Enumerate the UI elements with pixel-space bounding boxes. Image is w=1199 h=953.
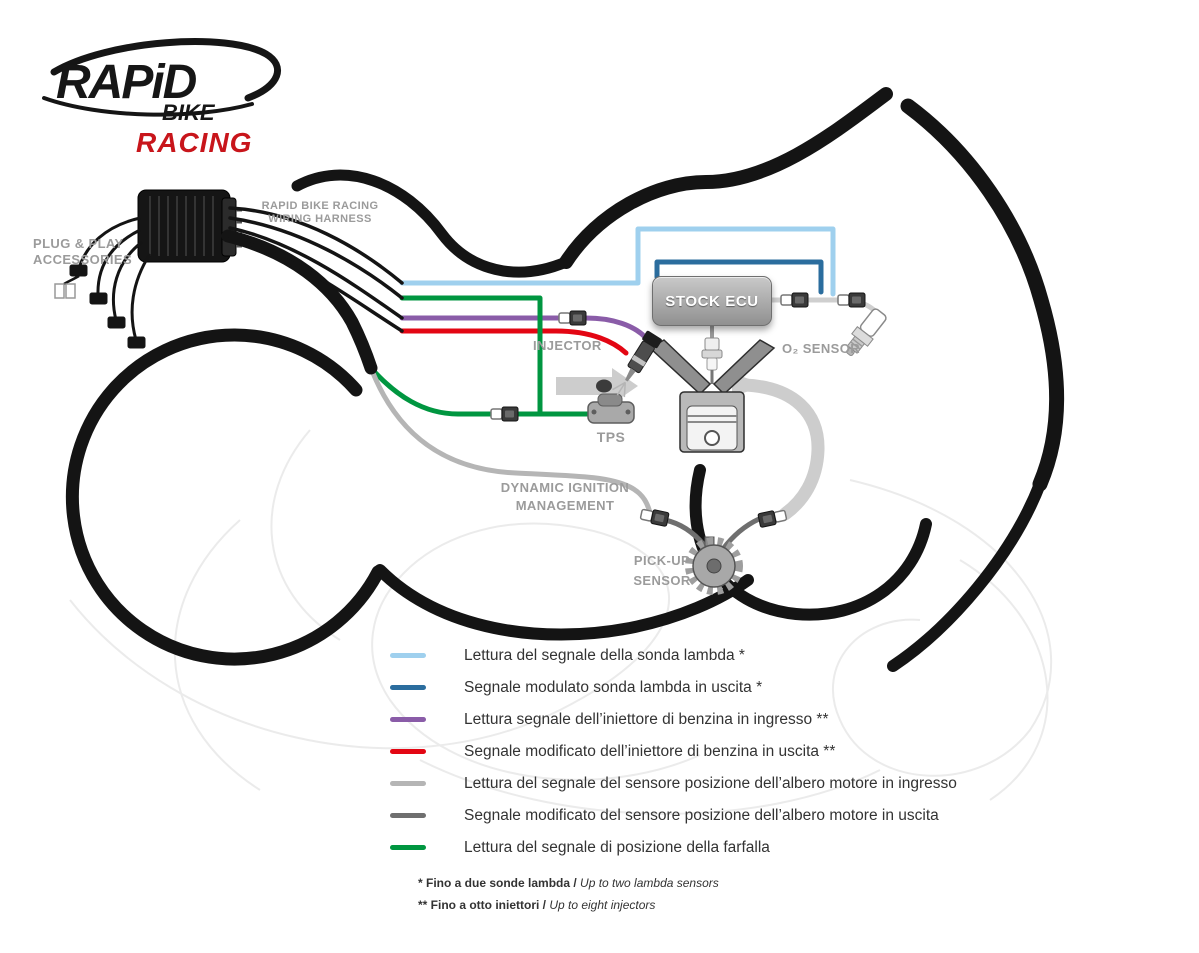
legend-swatch bbox=[390, 781, 426, 786]
pickup-sensor-label: PICK-UP SENSOR bbox=[633, 553, 691, 588]
intake-port bbox=[596, 379, 612, 393]
background-swirls bbox=[69, 429, 1053, 815]
bike-outline bbox=[65, 87, 1065, 672]
legend-label: Segnale modulato sonda lambda in uscita … bbox=[464, 678, 763, 696]
footnote-lambda-english: Up to two lambda sensors bbox=[580, 876, 719, 890]
wire-connector bbox=[490, 406, 519, 422]
wire-tps bbox=[368, 295, 591, 417]
footnote-injectors-english: Up to eight injectors bbox=[549, 898, 656, 912]
legend-swatch bbox=[390, 717, 426, 722]
harness-label: RAPID BIKE RACING WIRING HARNESS bbox=[261, 200, 379, 225]
spark-plug bbox=[701, 337, 723, 384]
wire-injector-out bbox=[399, 328, 629, 356]
logo-swoosh-top bbox=[50, 38, 281, 102]
legend-label: Segnale modificato dell’iniettore di ben… bbox=[464, 742, 836, 760]
logo-racing-text: RACING bbox=[136, 127, 252, 158]
injector-graphic bbox=[612, 330, 662, 398]
wire-lambda-in bbox=[399, 226, 836, 297]
o2-sensor-graphic bbox=[846, 308, 887, 357]
logo-rapid-text: RAPiD bbox=[56, 56, 197, 109]
legend-row: Lettura del segnale del sensore posizion… bbox=[390, 774, 957, 793]
wiring-harness bbox=[221, 206, 404, 375]
legend-label: Segnale modificato del sensore posizione… bbox=[464, 806, 939, 824]
legend-swatch bbox=[390, 653, 426, 658]
legend-swatch bbox=[390, 749, 426, 754]
tps-graphic bbox=[587, 393, 635, 424]
wire-connector bbox=[780, 292, 809, 308]
footnote-injectors: ** Fino a otto iniettori / Up to eight i… bbox=[418, 898, 655, 912]
footnote-lambda-text: * Fino a due sonde lambda / bbox=[418, 876, 581, 890]
stock-ecu-box: STOCK ECU bbox=[652, 276, 772, 326]
stock-ecu-label: STOCK ECU bbox=[665, 292, 759, 310]
legend-swatch bbox=[390, 845, 426, 850]
legend: Lettura del segnale della sonda lambda *… bbox=[390, 646, 957, 870]
exhaust-swoosh bbox=[737, 378, 825, 521]
pickup-sensor-graphic bbox=[685, 536, 743, 595]
o2-sensor-label: O₂ SENSOR bbox=[782, 341, 861, 356]
legend-row: Segnale modificato del sensore posizione… bbox=[390, 806, 957, 825]
accessory-connectors bbox=[54, 216, 152, 349]
logo-swoosh-bottom bbox=[42, 96, 254, 117]
wire-lambda-out bbox=[654, 259, 824, 295]
legend-swatch bbox=[390, 813, 426, 818]
wire-connector bbox=[757, 507, 788, 529]
logo-bike-text: BIKE bbox=[162, 100, 216, 125]
logo: RAPiD BIKE RACING bbox=[42, 38, 281, 158]
wire-connector bbox=[558, 310, 587, 326]
footnote-lambda: * Fino a due sonde lambda / Up to two la… bbox=[418, 876, 719, 890]
legend-label: Lettura del segnale della sonda lambda * bbox=[464, 646, 745, 664]
legend-label: Lettura del segnale di posizione della f… bbox=[464, 838, 770, 856]
legend-label: Lettura segnale dell’iniettore di benzin… bbox=[464, 710, 829, 728]
legend-label: Lettura del segnale del sensore posizion… bbox=[464, 774, 957, 792]
legend-row: Segnale modificato dell’iniettore di ben… bbox=[390, 742, 957, 761]
legend-row: Lettura del segnale di posizione della f… bbox=[390, 838, 957, 857]
wire-connector bbox=[837, 292, 866, 308]
injector-label: INJECTOR bbox=[533, 338, 602, 353]
dynamic-ignition-label: DYNAMIC IGNITION MANAGEMENT bbox=[500, 480, 630, 513]
legend-row: Segnale modulato sonda lambda in uscita … bbox=[390, 678, 957, 697]
tps-label: TPS bbox=[596, 429, 626, 445]
rapidbike-module bbox=[137, 189, 242, 263]
engine-assembly bbox=[648, 326, 776, 453]
legend-row: Lettura del segnale della sonda lambda * bbox=[390, 646, 957, 665]
footnote-injectors-text: ** Fino a otto iniettori / bbox=[418, 898, 550, 912]
legend-row: Lettura segnale dell’iniettore di benzin… bbox=[390, 710, 957, 729]
wire-injector-in bbox=[399, 315, 648, 340]
legend-swatch bbox=[390, 685, 426, 690]
plug-play-label: PLUG & PLAY ACCESSORIES bbox=[33, 236, 133, 267]
